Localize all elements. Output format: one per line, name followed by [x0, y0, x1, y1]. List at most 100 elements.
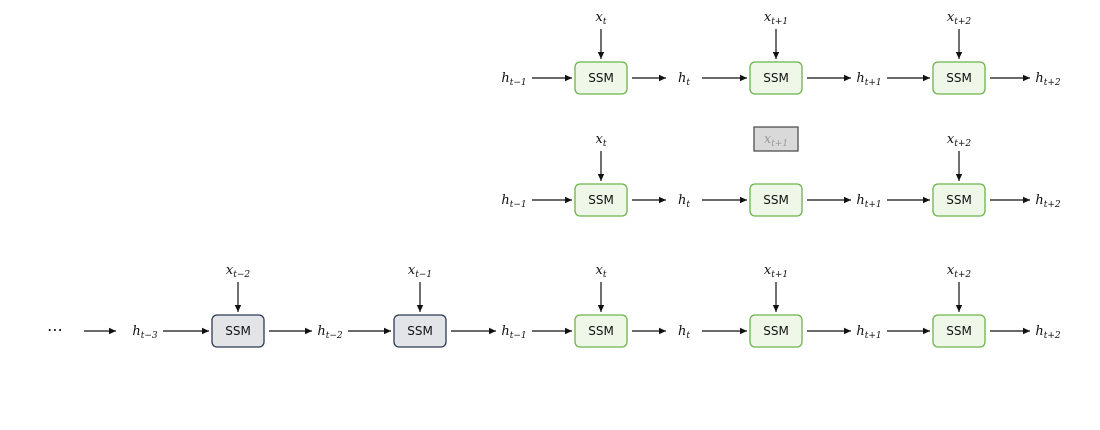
- input-label-subscript: t: [603, 17, 607, 27]
- input-label-base: x: [947, 132, 955, 147]
- input-label-subscript: t: [603, 139, 607, 149]
- ssm-block-label: SSM: [588, 324, 614, 338]
- ssm-block-label: SSM: [407, 324, 433, 338]
- hidden-state-label: ht: [678, 324, 690, 341]
- input-label: xt+1: [764, 263, 788, 280]
- hidden-state-label-subscript: t+2: [1044, 200, 1061, 210]
- ssm-block-label: SSM: [946, 193, 972, 207]
- ssm-block-label: SSM: [588, 71, 614, 85]
- input-label: xt+1: [764, 10, 788, 27]
- input-label-subscript: t+2: [954, 17, 971, 27]
- hidden-state-label: ht+1: [856, 324, 881, 341]
- hidden-state-label-subscript: t−1: [510, 331, 527, 341]
- masked-input-label-subscript: t+1: [771, 139, 788, 149]
- ssm-block-label: SSM: [763, 71, 789, 85]
- hidden-state-label-base: h: [678, 193, 686, 208]
- hidden-state-label: ht+2: [1035, 71, 1061, 88]
- hidden-state-label-base: h: [856, 71, 864, 86]
- ssm-block: [574, 314, 628, 348]
- ssm-block-label: SSM: [763, 193, 789, 207]
- input-label: xt: [596, 10, 607, 27]
- input-label: xt−2: [226, 263, 251, 280]
- hidden-state-label: ht+1: [856, 71, 881, 88]
- hidden-state-label-subscript: t: [686, 78, 690, 88]
- hidden-state-label-subscript: t: [686, 200, 690, 210]
- input-label-subscript: t+1: [771, 17, 788, 27]
- hidden-state-label: ht−1: [501, 324, 526, 341]
- hidden-state-label: ht−2: [317, 324, 343, 341]
- input-label: xt+2: [947, 263, 972, 280]
- input-label: xt+2: [947, 132, 972, 149]
- input-label: xt: [596, 132, 607, 149]
- hidden-state-label-base: h: [1035, 71, 1043, 86]
- masked-input-box: [753, 126, 799, 152]
- hidden-state-label-subscript: t−1: [510, 78, 527, 88]
- hidden-state-label-subscript: t+1: [865, 78, 882, 88]
- input-label-base: x: [947, 263, 955, 278]
- ssm-block: [749, 314, 803, 348]
- ssm-block: [932, 61, 986, 95]
- hidden-state-label-subscript: t+1: [865, 331, 882, 341]
- hidden-state-label-base: h: [678, 71, 686, 86]
- masked-input-label: xt+1: [764, 132, 788, 149]
- input-label: xt+2: [947, 10, 972, 27]
- hidden-state-label-subscript: t−1: [510, 200, 527, 210]
- input-label-base: x: [226, 263, 234, 278]
- hidden-state-label-subscript: t−2: [326, 331, 343, 341]
- hidden-state-label: ht: [678, 193, 690, 210]
- input-label-base: x: [596, 132, 604, 147]
- hidden-state-label-base: h: [856, 324, 864, 339]
- hidden-state-label-subscript: t+2: [1044, 78, 1061, 88]
- ssm-block: [393, 314, 447, 348]
- hidden-state-label-subscript: t−3: [141, 331, 158, 341]
- hidden-state-label: ht: [678, 71, 690, 88]
- hidden-state-label-base: h: [317, 324, 325, 339]
- ssm-block-label: SSM: [946, 71, 972, 85]
- input-label-base: x: [596, 263, 604, 278]
- hidden-state-label-subscript: t+2: [1044, 331, 1061, 341]
- hidden-state-label: ht+2: [1035, 193, 1061, 210]
- ssm-block-label: SSM: [588, 193, 614, 207]
- ssm-block: [932, 314, 986, 348]
- input-label-subscript: t: [603, 270, 607, 280]
- hidden-state-label-base: h: [501, 71, 509, 86]
- hidden-state-label: ht+2: [1035, 324, 1061, 341]
- hidden-state-label-base: h: [501, 193, 509, 208]
- input-label-subscript: t+2: [954, 270, 971, 280]
- ssm-block: [574, 61, 628, 95]
- hidden-state-label-base: h: [678, 324, 686, 339]
- hidden-state-label-subscript: t: [686, 331, 690, 341]
- hidden-state-label-subscript: t+1: [865, 200, 882, 210]
- ssm-block: [932, 183, 986, 217]
- hidden-state-label: ht+1: [856, 193, 881, 210]
- input-label-base: x: [764, 263, 772, 278]
- masked-input-label-base: x: [764, 132, 772, 147]
- input-label: xt−1: [408, 263, 432, 280]
- hidden-state-label-base: h: [132, 324, 140, 339]
- ssm-block: [749, 183, 803, 217]
- input-label: xt: [596, 263, 607, 280]
- ssm-block: [211, 314, 265, 348]
- input-label-base: x: [408, 263, 416, 278]
- input-label-base: x: [764, 10, 772, 25]
- ssm-block: [749, 61, 803, 95]
- hidden-state-label-base: h: [1035, 324, 1043, 339]
- input-label-subscript: t−2: [233, 270, 250, 280]
- input-label-subscript: t−1: [415, 270, 432, 280]
- hidden-state-label-base: h: [856, 193, 864, 208]
- ellipsis: ⋯: [47, 320, 63, 339]
- ssm-block: [574, 183, 628, 217]
- input-label-base: x: [947, 10, 955, 25]
- hidden-state-label: ht−1: [501, 71, 526, 88]
- ssm-block-label: SSM: [946, 324, 972, 338]
- input-label-base: x: [596, 10, 604, 25]
- hidden-state-label: ht−1: [501, 193, 526, 210]
- hidden-state-label-base: h: [1035, 193, 1043, 208]
- input-label-subscript: t+2: [954, 139, 971, 149]
- ssm-block-label: SSM: [225, 324, 251, 338]
- hidden-state-label-base: h: [501, 324, 509, 339]
- input-label-subscript: t+1: [771, 270, 788, 280]
